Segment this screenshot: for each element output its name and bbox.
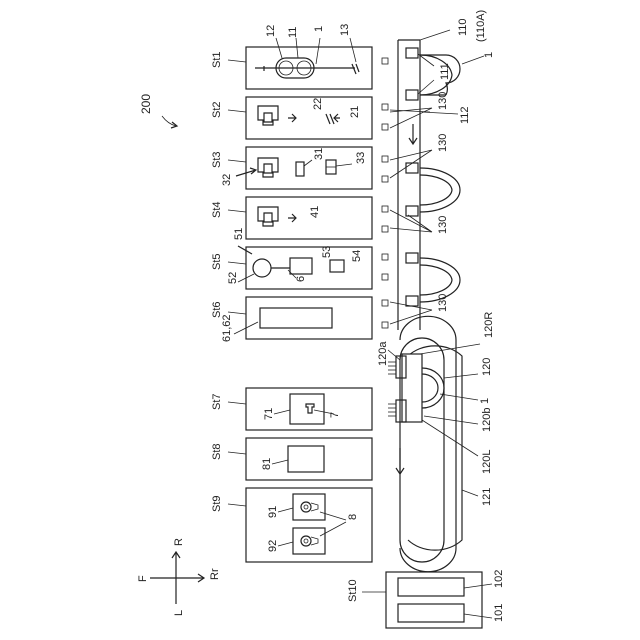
station-label: St10 — [347, 579, 359, 602]
ref-1: 1 — [479, 398, 491, 404]
ref-22: 22 — [312, 98, 324, 110]
station-label: St1 — [211, 51, 223, 68]
station-label: St5 — [211, 253, 223, 270]
station-label: St2 — [211, 101, 223, 118]
ref-130: 130 — [437, 216, 449, 234]
ref-120a: 120a — [377, 341, 389, 366]
station-label: St3 — [211, 151, 223, 168]
direction-R: R — [173, 538, 185, 546]
station-st9: St9 91 92 8 — [211, 488, 372, 562]
ref-92: 92 — [267, 540, 279, 552]
ref-112: 112 — [459, 106, 471, 124]
station-st8: St8 81 — [211, 438, 372, 480]
ref-111: 111 — [439, 63, 451, 80]
direction-L: L — [173, 610, 185, 616]
ref-101: 101 — [493, 604, 505, 622]
station-label: St4 — [211, 201, 223, 218]
ref-21: 21 — [349, 106, 361, 118]
ref-120b: 120b — [481, 408, 493, 432]
station-st10: St10 102 101 — [347, 570, 505, 628]
ref-32: 32 — [221, 174, 233, 186]
ref-54: 54 — [351, 250, 363, 262]
conveyor-110: 110 (110A) 1 111 112 130 130 130 130 — [382, 10, 495, 330]
direction-Rr: Rr — [209, 568, 221, 580]
ref-51: 51 — [233, 228, 245, 240]
ref-31: 31 — [313, 148, 325, 160]
ref-110A: (110A) — [475, 10, 487, 42]
station-st1: St1 12 11 1 13 — [211, 24, 372, 89]
ref-81: 81 — [261, 458, 273, 470]
station-st7: St7 71 7 — [211, 388, 372, 430]
ref-121: 121 — [481, 488, 493, 506]
direction-compass: R F Rr L — [137, 538, 221, 616]
ref-200: 200 — [139, 94, 153, 114]
ref-33: 33 — [355, 152, 367, 164]
station-label: St9 — [211, 495, 223, 512]
ref-102: 102 — [493, 570, 505, 588]
ref-71: 71 — [263, 408, 275, 420]
ref-6: 6 — [295, 276, 307, 282]
ref-8: 8 — [347, 514, 359, 520]
ref-130: 130 — [437, 134, 449, 152]
ref-130: 130 — [437, 92, 449, 110]
ref-1: 1 — [483, 52, 495, 58]
station-label: St8 — [211, 443, 223, 460]
station-st6: St6 61,62 — [211, 297, 372, 342]
direction-F: F — [137, 575, 149, 582]
ref-7: 7 — [329, 412, 341, 418]
ref-61-62: 61,62 — [221, 314, 233, 342]
ref-110: 110 — [457, 18, 469, 36]
ref-13: 13 — [339, 24, 351, 36]
station-st2: St2 22 21 — [211, 97, 372, 139]
ref-120: 120 — [481, 358, 493, 376]
ref-11: 11 — [287, 27, 299, 38]
station-label: St7 — [211, 393, 223, 410]
ref-41: 41 — [309, 206, 321, 218]
ref-130: 130 — [437, 294, 449, 312]
ref-52: 52 — [227, 272, 239, 284]
ref-91: 91 — [267, 506, 279, 518]
ref-12: 12 — [265, 25, 277, 37]
ref-120L: 120L — [481, 450, 493, 474]
station-st3: St3 31 33 32 — [211, 147, 372, 189]
ref-120R: 120R — [483, 312, 495, 338]
ref-1: 1 — [313, 26, 325, 32]
conveyor-121: 120a 120R 120 1 120b 120L 121 — [377, 312, 495, 572]
ref-53: 53 — [321, 246, 333, 258]
